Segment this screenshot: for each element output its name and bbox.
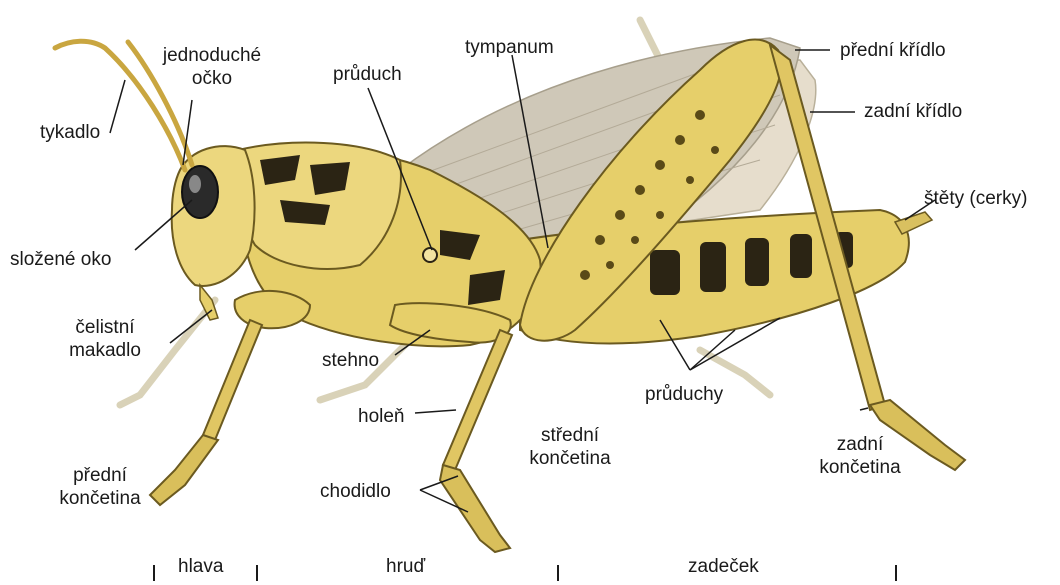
cerci — [895, 212, 932, 234]
label-pruduch: průduch — [333, 63, 402, 86]
spiracle — [423, 248, 437, 262]
compound-eye — [182, 166, 218, 218]
front-tarsus — [150, 435, 218, 505]
label-zadni-koncetina-line2: končetina — [810, 456, 910, 479]
front-femur — [235, 291, 310, 328]
label-celistni-makadlo-line2: makadlo — [55, 339, 155, 362]
section-hlava: hlava — [178, 556, 223, 578]
label-pruduchy: průduchy — [645, 383, 723, 406]
label-predni-koncetina-line1: přední — [50, 464, 150, 487]
label-predni-koncetina: přední končetina — [50, 464, 150, 510]
label-tympanum: tympanum — [465, 36, 554, 59]
label-zadni-koncetina: zadní končetina — [810, 433, 910, 479]
label-celistni-makadlo-line1: čelistní — [55, 316, 155, 339]
label-stredni-koncetina-line1: střední — [520, 424, 620, 447]
section-divider — [153, 565, 155, 581]
label-holen: holeň — [358, 405, 405, 428]
label-predni-koncetina-line2: končetina — [50, 487, 150, 510]
section-zadecek: zadeček — [688, 556, 759, 578]
middle-tibia — [443, 330, 512, 470]
section-divider — [557, 565, 559, 581]
label-celistni-makadlo: čelistní makadlo — [55, 316, 155, 362]
label-jednoduche-ocko: jednoduché očko — [162, 44, 262, 90]
section-divider — [895, 565, 897, 581]
label-predni-kridlo: přední křídlo — [840, 39, 946, 62]
section-divider — [256, 565, 258, 581]
label-stredni-koncetina-line2: končetina — [520, 447, 620, 470]
label-jednoduche-ocko-line2: očko — [162, 67, 262, 90]
label-zadni-koncetina-line1: zadní — [810, 433, 910, 456]
section-hrud: hruď — [386, 556, 425, 578]
label-stety: štěty (cerky) — [924, 187, 1027, 210]
label-stredni-koncetina: střední končetina — [520, 424, 620, 470]
label-slozene-oko: složené oko — [10, 248, 111, 271]
label-stehno: stehno — [322, 349, 379, 372]
label-zadni-kridlo: zadní křídlo — [864, 100, 962, 123]
front-tibia — [203, 320, 262, 440]
label-tykadlo: tykadlo — [40, 121, 100, 144]
label-chodidlo: chodidlo — [320, 480, 391, 503]
label-jednoduche-ocko-line1: jednoduché — [162, 44, 262, 67]
